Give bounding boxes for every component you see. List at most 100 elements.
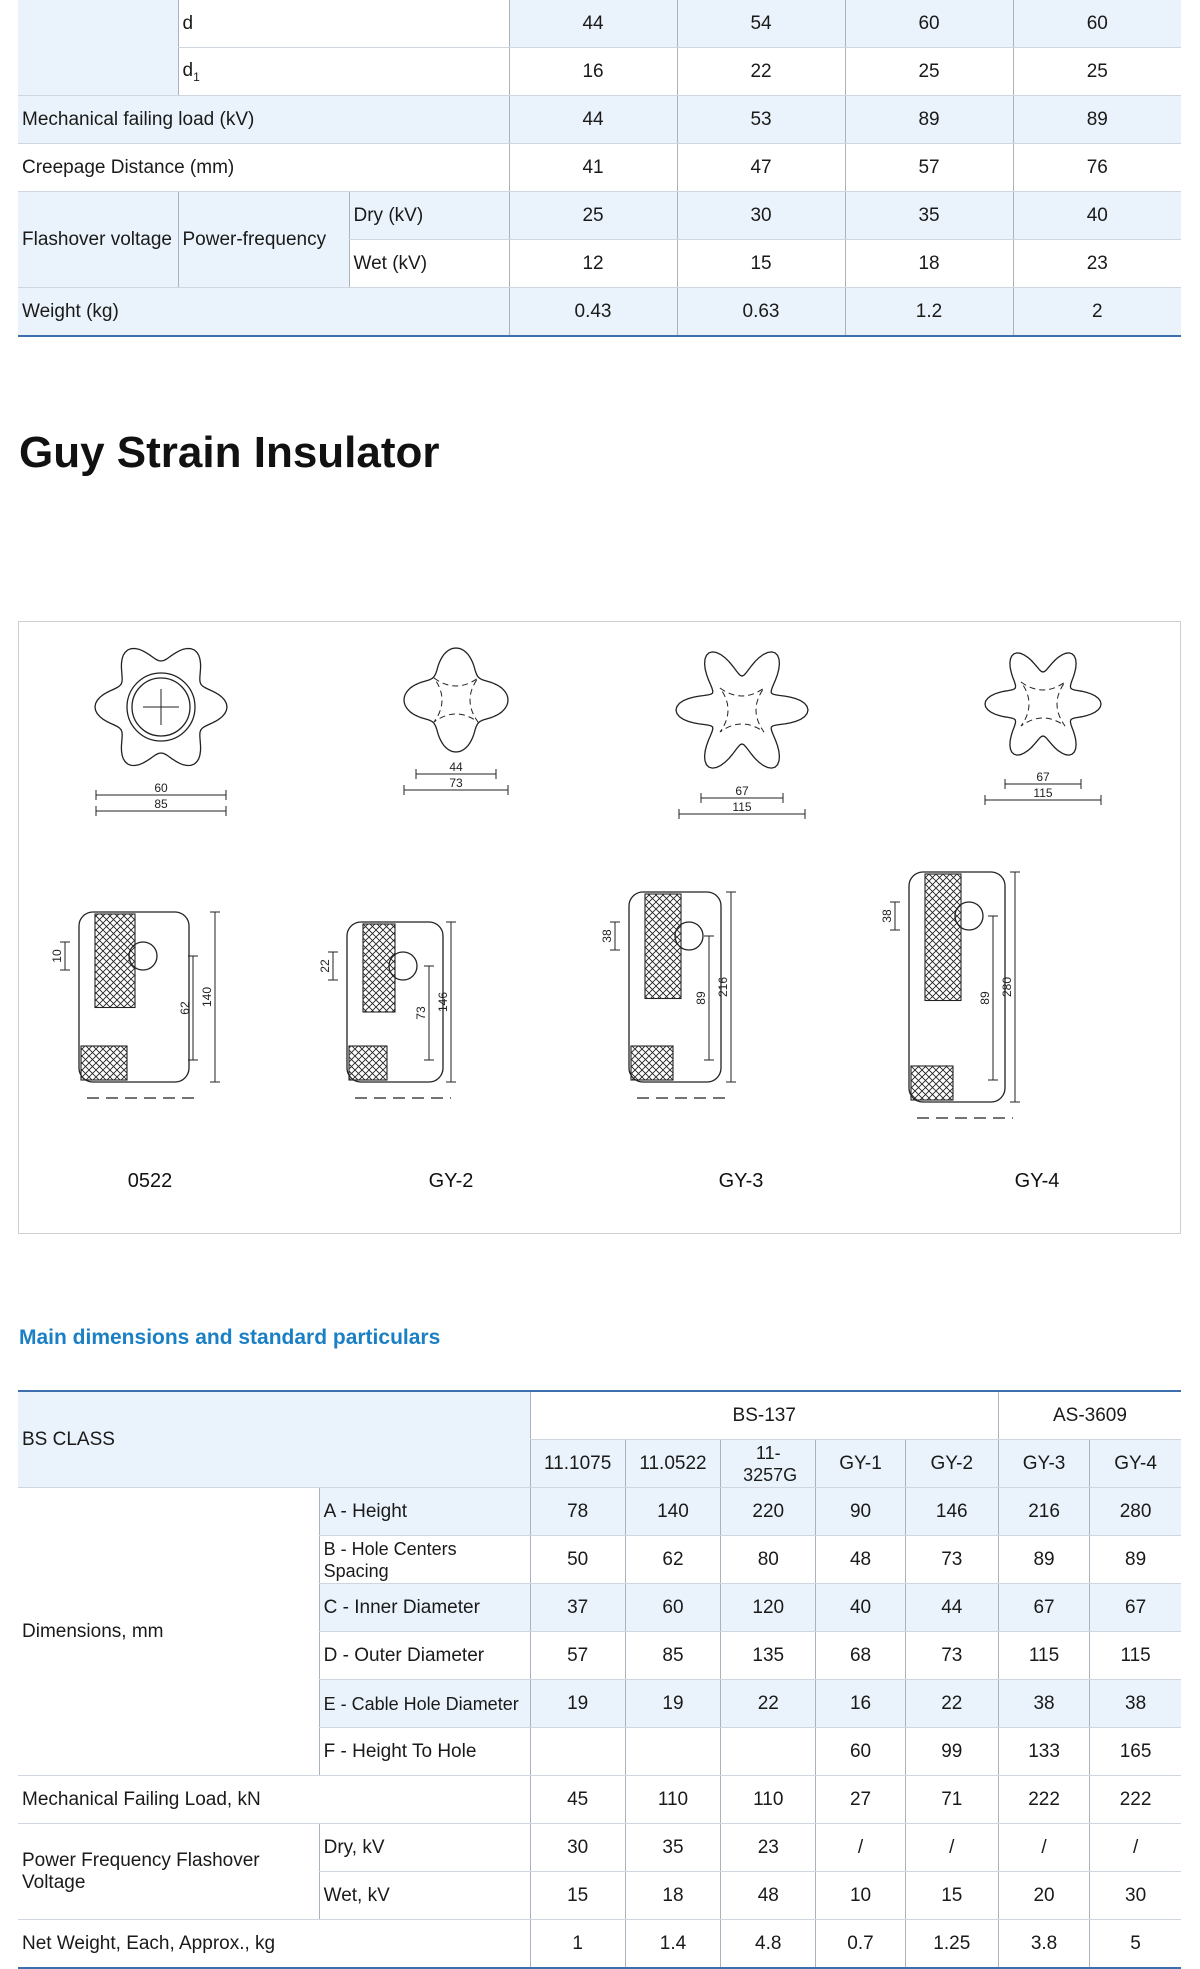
- cable-hole: [954, 901, 984, 931]
- row-label: Wet, kV: [318, 1871, 531, 1920]
- cell: 0.63: [676, 287, 846, 337]
- cell: 23: [1012, 239, 1182, 288]
- power-frequency-label: Power-frequency: [177, 191, 349, 288]
- cell: 89: [997, 1535, 1090, 1584]
- insulator-top-view: [984, 652, 1102, 756]
- cell: 80: [720, 1535, 816, 1584]
- cell: 53: [676, 95, 846, 144]
- cell: 1.25: [904, 1919, 999, 1969]
- cell: /: [997, 1823, 1090, 1872]
- insulator-top-view: [403, 647, 509, 753]
- cell: 60: [844, 0, 1014, 48]
- hatched-section: [644, 893, 682, 1000]
- row-label: Dry (kV): [348, 191, 510, 240]
- cell: [624, 1727, 721, 1776]
- cell: 280: [1089, 1487, 1181, 1536]
- insulator-top-view: [675, 651, 809, 769]
- cell: 222: [997, 1775, 1090, 1824]
- cell: 89: [1089, 1535, 1181, 1584]
- cable-hole: [674, 921, 704, 951]
- row-label: A - Height: [318, 1487, 531, 1536]
- bs-class-header: BS CLASS: [18, 1391, 531, 1488]
- cell: 1.2: [844, 287, 1014, 337]
- table-row-weight: Weight (kg) 0.43 0.63 1.2 2: [18, 287, 1182, 337]
- cell: 78: [529, 1487, 626, 1536]
- cell: 22: [720, 1679, 816, 1728]
- cell: 73: [904, 1535, 999, 1584]
- pfv-label: Power Frequency Flashover Voltage: [18, 1823, 320, 1920]
- row-label: Net Weight, Each, Approx., kg: [18, 1919, 531, 1969]
- specs-table-continued: d 44 54 60 60 d1 16 22 25 25 Mechanical …: [18, 0, 1182, 337]
- dimension-label: 38: [880, 909, 894, 923]
- cell: 15: [676, 239, 846, 288]
- row-label: Dry, kV: [318, 1823, 531, 1872]
- dimensions-label: Dimensions, mm: [18, 1487, 320, 1776]
- cell: 15: [529, 1871, 626, 1920]
- row-label: Weight (kg): [18, 287, 510, 337]
- insulator-side-view: [628, 891, 722, 1083]
- insulator-side-view: [346, 921, 444, 1083]
- cell: 44: [508, 95, 678, 144]
- insulator-side-view: [78, 911, 190, 1083]
- inner-groove: [719, 687, 765, 733]
- cell: 0.43: [508, 287, 678, 337]
- cell: 54: [676, 0, 846, 48]
- cell: 16: [508, 47, 678, 96]
- dimension-label: 44: [449, 760, 463, 774]
- hatched-section: [80, 1045, 128, 1081]
- cable-hole: [128, 941, 158, 971]
- cell: 89: [844, 95, 1014, 144]
- hatched-section: [362, 923, 396, 1013]
- cell: /: [904, 1823, 999, 1872]
- cell: [529, 1727, 626, 1776]
- cell: /: [815, 1823, 906, 1872]
- cell: 18: [624, 1871, 721, 1920]
- cell: 76: [1012, 143, 1182, 192]
- cell: 135: [720, 1631, 816, 1680]
- table-row-dry: Flashover voltage Power-frequency Dry (k…: [18, 191, 1182, 288]
- dimension-label: 89: [978, 991, 992, 1005]
- insulator-top-view: [94, 647, 228, 767]
- row-label: Wet (kV): [348, 239, 510, 288]
- row-label: B - Hole Centers Spacing: [318, 1535, 531, 1584]
- cell: 20: [997, 1871, 1090, 1920]
- cell: 115: [1089, 1631, 1181, 1680]
- cell: 133: [997, 1727, 1090, 1776]
- row-label: D - Outer Diameter: [318, 1631, 531, 1680]
- cell: 41: [508, 143, 678, 192]
- cell: 30: [676, 191, 846, 240]
- hatched-section: [348, 1045, 388, 1081]
- row-label: Creepage Distance (mm): [18, 143, 510, 192]
- cell: 57: [844, 143, 1014, 192]
- model-label: GY-4: [1015, 1170, 1060, 1192]
- cell: 62: [624, 1535, 721, 1584]
- cell: 30: [529, 1823, 626, 1872]
- section-subheading: Main dimensions and standard particulars: [19, 1326, 441, 1349]
- center-hole-inner: [131, 677, 191, 737]
- cell: 45: [529, 1775, 626, 1824]
- cell: 120: [720, 1583, 816, 1632]
- dimension-label: 115: [1033, 786, 1052, 800]
- dimension-label: 67: [735, 784, 749, 798]
- cell: [720, 1727, 816, 1776]
- column-header: 11.1075: [529, 1439, 626, 1488]
- cell: 67: [997, 1583, 1090, 1632]
- header-row-columns: 11.1075 11.0522 11-3257G GY-1 GY-2 GY-3 …: [18, 1439, 1181, 1488]
- dimension-label: 115: [732, 800, 751, 814]
- column-header: 11-3257G: [720, 1439, 816, 1488]
- cell: 44: [508, 0, 678, 48]
- column-header: GY-1: [815, 1439, 906, 1488]
- cable-hole: [388, 951, 418, 981]
- empty-cell: [18, 0, 178, 96]
- row-label: C - Inner Diameter: [318, 1583, 531, 1632]
- column-header: 11.0522: [624, 1439, 721, 1488]
- cell: 110: [720, 1775, 816, 1824]
- table-row-d1: d1 16 22 25 25: [18, 47, 1182, 96]
- cell: 38: [1089, 1679, 1181, 1728]
- cell: 140: [624, 1487, 721, 1536]
- cell: 115: [997, 1631, 1090, 1680]
